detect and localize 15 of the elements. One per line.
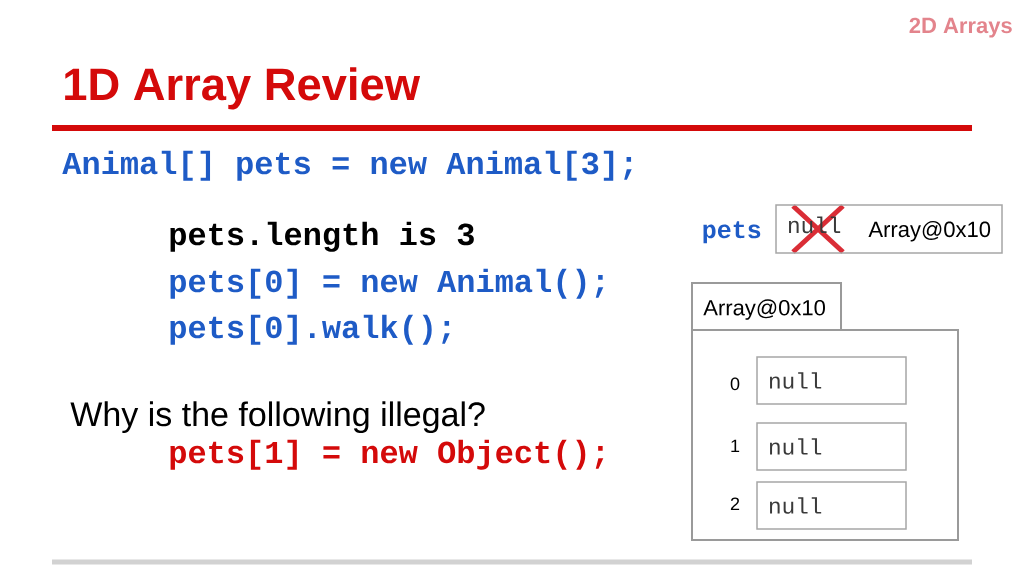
index-label: 2: [730, 497, 740, 510]
array-cell: null: [756, 481, 907, 530]
index-label: 1: [731, 439, 740, 452]
code-line: Animal[] pets = new Animal[3];: [62, 150, 632, 181]
array-cell: null: [756, 422, 907, 471]
code-line: pets.length is 3: [170, 221, 474, 252]
code-line: pets[0] = new Animal();: [170, 268, 604, 299]
code-line: pets[0].walk();: [170, 314, 450, 345]
header-text: 2D Arrays: [909, 17, 1012, 38]
question-text: Why is the following illegal?: [70, 401, 485, 434]
title: 1D Array Review: [65, 67, 421, 110]
array-cell: null: [756, 356, 907, 405]
index-label: 0: [730, 377, 740, 391]
variable-name: pets: [703, 221, 761, 244]
code-line: pets[1] = new Object();: [170, 439, 604, 470]
